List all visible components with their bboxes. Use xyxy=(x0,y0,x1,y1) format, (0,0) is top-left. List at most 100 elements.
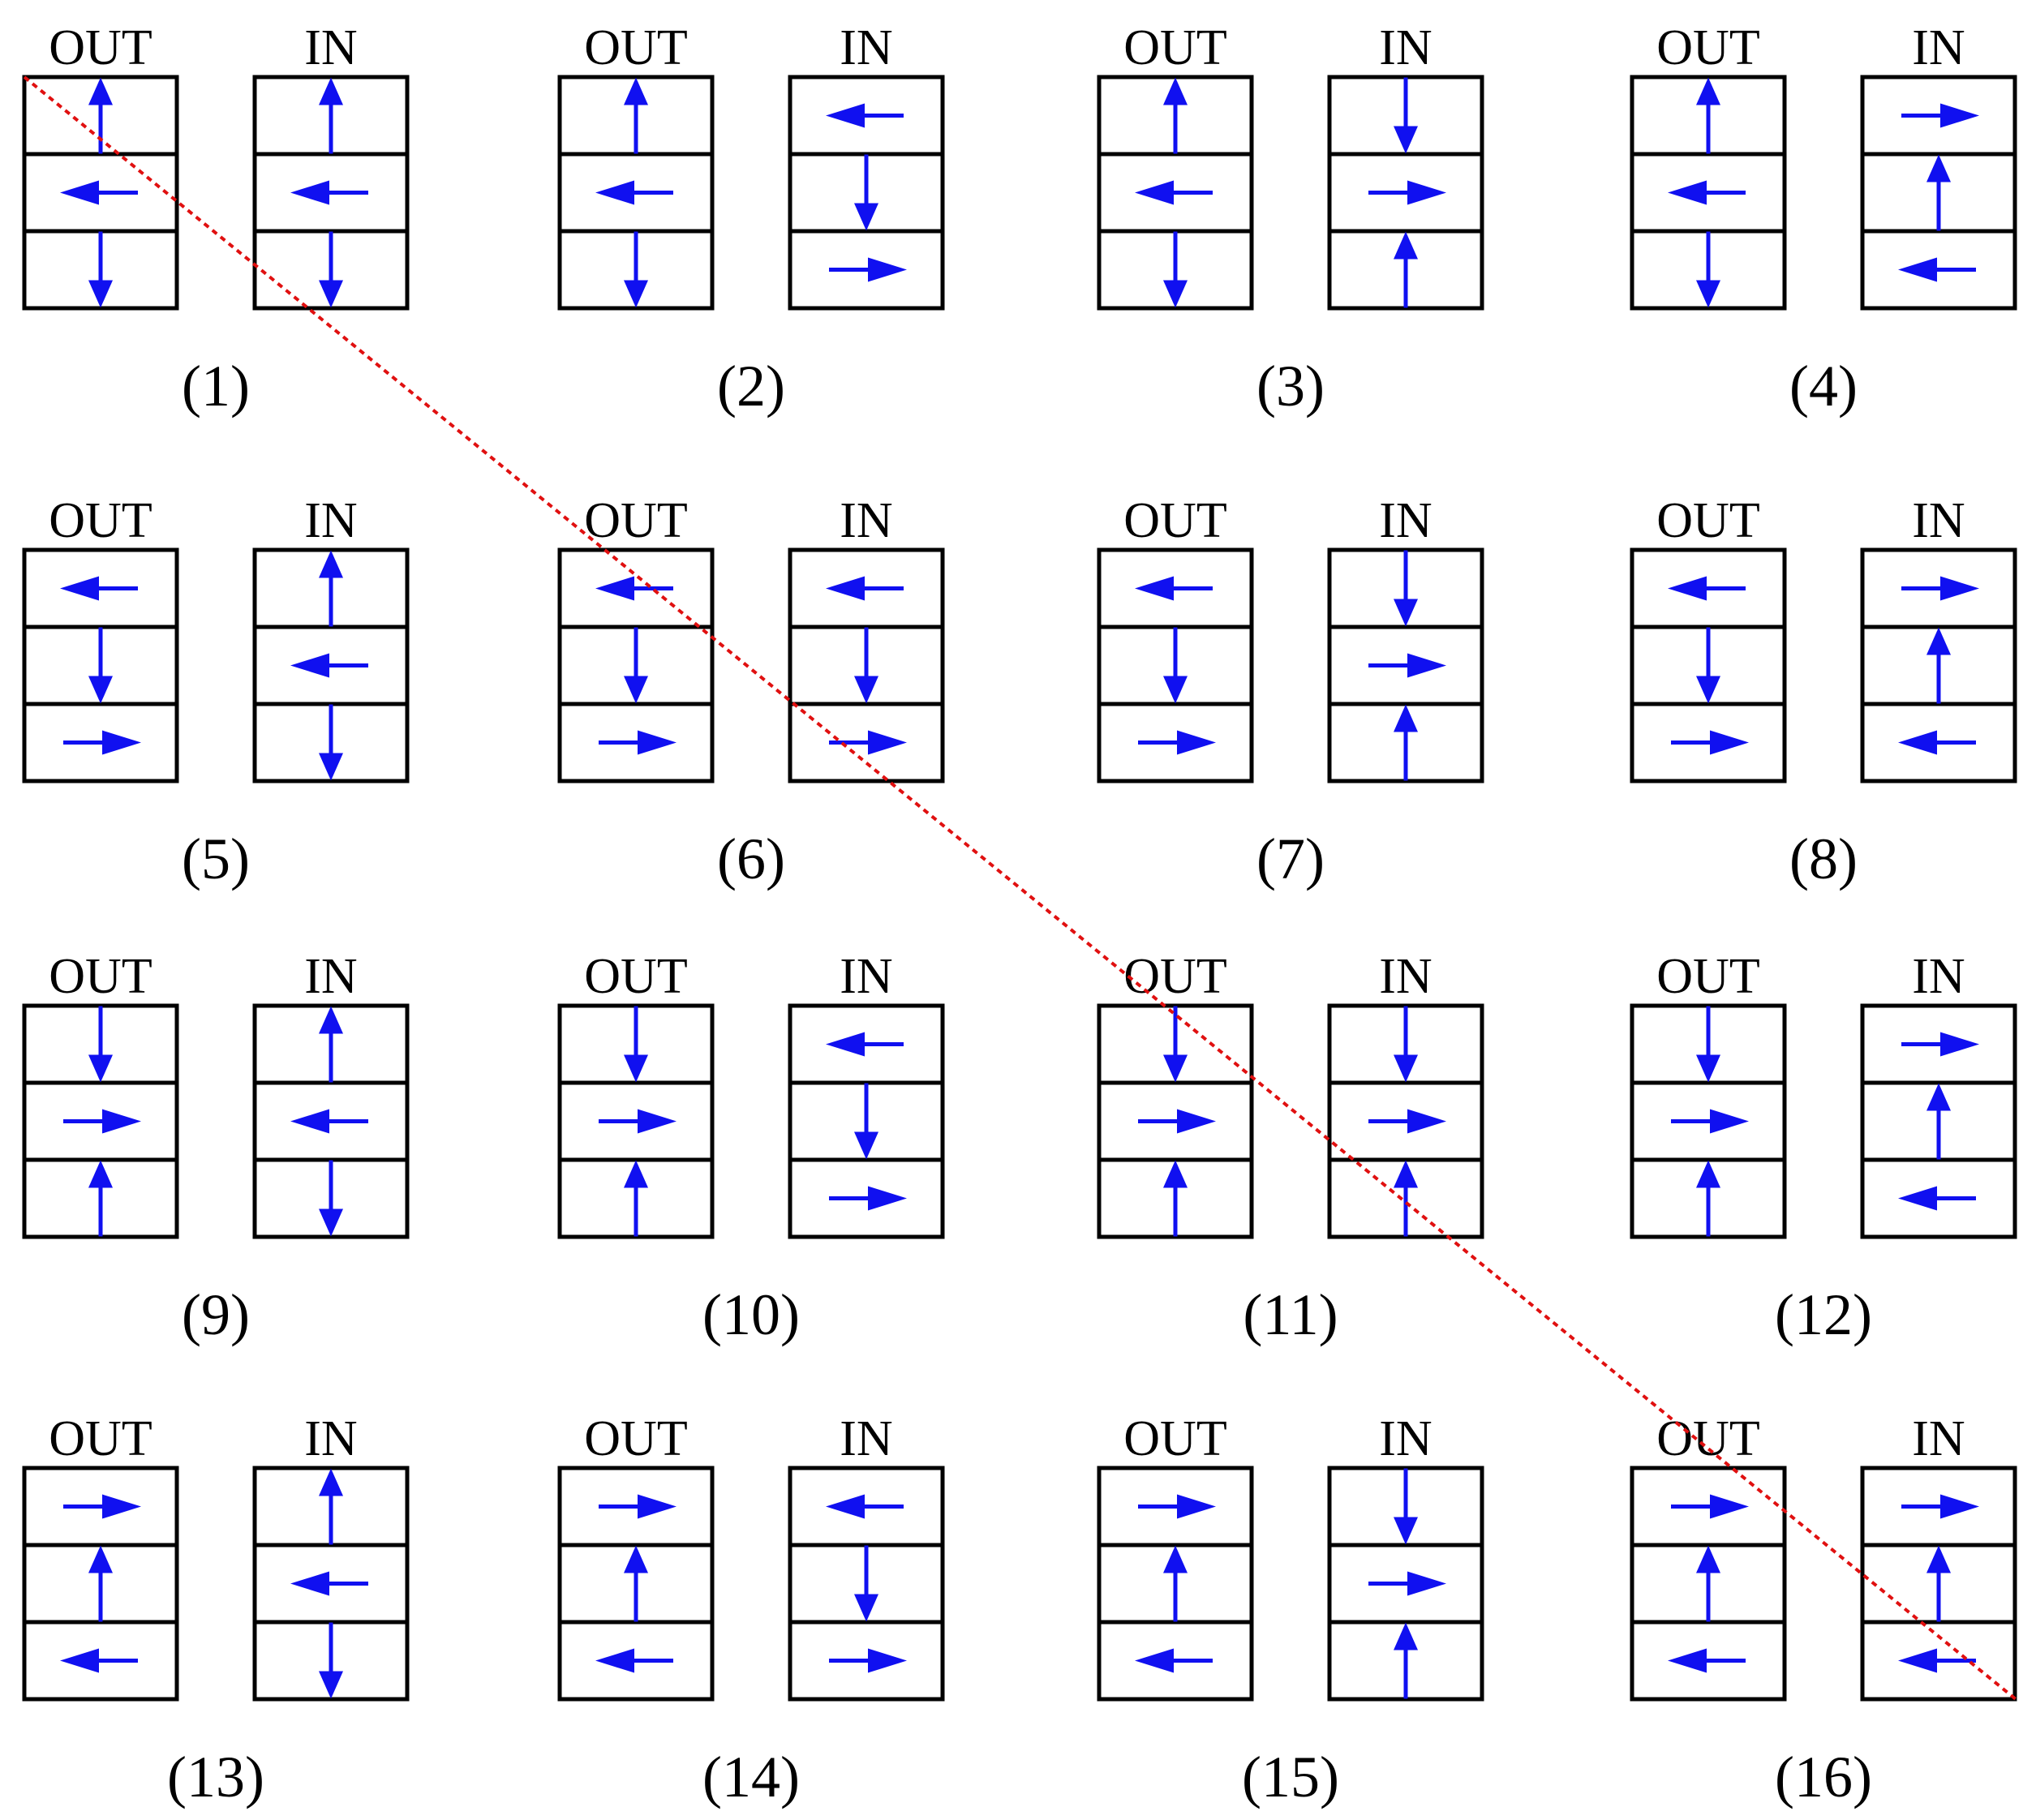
arrow-left-icon xyxy=(1135,1648,1213,1673)
arrow-up-head xyxy=(624,77,648,105)
arrow-up-icon xyxy=(1696,1160,1720,1237)
arrow-right-head xyxy=(868,257,907,282)
in-box xyxy=(1327,1466,1484,1702)
arrow-left-head xyxy=(1135,180,1174,205)
in-column-label: IN xyxy=(1912,493,1965,548)
arrow-down-icon xyxy=(1163,231,1188,308)
arrow-up-head xyxy=(1163,1545,1188,1573)
in-box-frame xyxy=(1327,75,1484,311)
in-box xyxy=(1860,547,2017,783)
arrow-down-icon xyxy=(1394,77,1418,154)
out-box xyxy=(1097,75,1254,311)
out-box xyxy=(22,75,179,311)
out-box xyxy=(1097,1003,1254,1239)
arrow-down-head xyxy=(319,753,343,781)
arrow-left-head xyxy=(290,653,329,678)
out-box-frame xyxy=(22,75,179,311)
arrow-left-icon xyxy=(1898,257,1976,282)
in-box-frame xyxy=(1327,547,1484,783)
in-box-frame xyxy=(252,1003,410,1239)
in-box-frame xyxy=(252,547,410,783)
arrow-left-head xyxy=(290,1571,329,1596)
out-box xyxy=(1630,75,1787,311)
arrow-up-icon xyxy=(1394,231,1418,308)
arrow-right-icon xyxy=(829,1186,907,1211)
out-box-frame xyxy=(1097,1466,1254,1702)
arrow-right-icon xyxy=(1138,1109,1216,1134)
out-box xyxy=(1630,1466,1787,1702)
out-column-label: OUT xyxy=(1123,1411,1226,1466)
arrow-down-icon xyxy=(624,1006,648,1083)
arrow-up-head xyxy=(1394,1622,1418,1650)
in-box-frame xyxy=(1860,75,2017,311)
arrow-up-icon xyxy=(1394,704,1418,781)
arrow-left-head xyxy=(1135,576,1174,601)
arrow-right-head xyxy=(1177,1109,1216,1134)
out-column-label: OUT xyxy=(584,493,687,548)
panel-caption: (7) xyxy=(1256,826,1325,891)
arrow-down-head xyxy=(319,1671,343,1699)
arrow-up-head xyxy=(319,77,343,105)
arrow-right-icon xyxy=(1901,576,1979,601)
in-column-label: IN xyxy=(840,493,892,548)
out-column-label: OUT xyxy=(1656,20,1759,75)
out-column-label: OUT xyxy=(584,20,687,75)
arrow-left-icon xyxy=(1668,1648,1746,1673)
arrow-left-icon xyxy=(826,1032,904,1057)
arrow-down-icon xyxy=(624,231,648,308)
arrow-right-icon xyxy=(1901,1494,1979,1519)
arrow-right-head xyxy=(868,1186,907,1211)
out-column-label: OUT xyxy=(584,1411,687,1466)
in-column-label: IN xyxy=(1379,493,1432,548)
arrow-down-icon xyxy=(319,1622,343,1699)
arrow-up-icon xyxy=(1163,77,1188,154)
arrow-down-head xyxy=(1696,280,1720,308)
panel-caption: (6) xyxy=(717,826,785,891)
arrow-right-head xyxy=(1940,1494,1979,1519)
arrow-left-head xyxy=(290,180,329,205)
panel-caption: (8) xyxy=(1789,826,1858,891)
arrow-left-head xyxy=(595,180,634,205)
arrow-left-icon xyxy=(60,180,138,205)
arrow-up-head xyxy=(1926,1083,1951,1111)
arrow-right-icon xyxy=(1901,103,1979,128)
out-box xyxy=(22,1003,179,1239)
arrow-down-icon xyxy=(319,231,343,308)
in-box-frame xyxy=(1860,1466,2017,1702)
arrow-up-head xyxy=(1696,77,1720,105)
arrow-right-icon xyxy=(1138,730,1216,755)
arrow-left-head xyxy=(60,576,99,601)
arrow-down-head xyxy=(88,676,113,704)
arrow-down-head xyxy=(1696,676,1720,704)
arrow-down-icon xyxy=(1163,627,1188,704)
in-column-label: IN xyxy=(1379,949,1432,1004)
arrow-left-head xyxy=(826,576,865,601)
in-box xyxy=(1860,75,2017,311)
arrow-right-icon xyxy=(63,730,141,755)
arrow-right-icon xyxy=(1138,1494,1216,1519)
in-box xyxy=(788,75,945,311)
in-box-frame xyxy=(1860,1003,2017,1239)
arrow-right-icon xyxy=(829,257,907,282)
arrow-left-icon xyxy=(1668,180,1746,205)
arrow-right-head xyxy=(868,1648,907,1673)
in-column-label: IN xyxy=(1379,1411,1432,1466)
panel-caption: (1) xyxy=(182,354,250,419)
arrow-right-icon xyxy=(1368,1571,1446,1596)
arrow-right-head xyxy=(102,730,141,755)
arrow-right-head xyxy=(1407,1109,1446,1134)
out-box xyxy=(22,547,179,783)
arrow-right-head xyxy=(1940,103,1979,128)
arrow-up-head xyxy=(1163,77,1188,105)
arrow-right-head xyxy=(1940,1032,1979,1057)
arrow-left-head xyxy=(1898,257,1937,282)
in-box xyxy=(252,1466,410,1702)
arrow-left-icon xyxy=(1898,1648,1976,1673)
